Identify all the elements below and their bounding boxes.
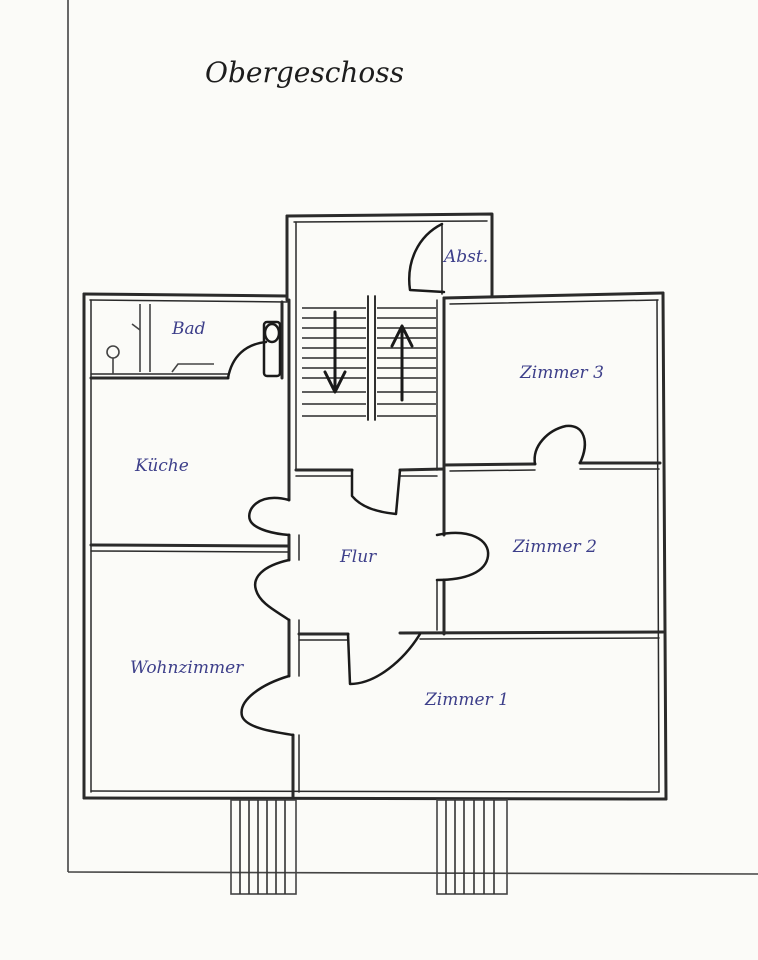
room-label-zimmer3: Zimmer 3 — [519, 363, 604, 383]
door-zimmer2 — [435, 531, 490, 582]
door-wohnzimmer — [240, 674, 295, 737]
arrow-up-icon — [390, 324, 414, 402]
door-flur-top — [350, 468, 402, 516]
plan-title: Obergeschoss — [205, 56, 404, 89]
door-wohnzimmer-upper — [253, 558, 291, 622]
door-zimmer1 — [346, 632, 422, 686]
door-bad — [226, 320, 282, 380]
bathroom-fixtures — [106, 304, 214, 374]
interior-walls — [89, 221, 665, 800]
room-label-flur: Flur — [339, 547, 377, 567]
room-label-zimmer2: Zimmer 2 — [512, 537, 597, 557]
arrow-down-icon — [323, 310, 347, 394]
room-label-bad: Bad — [171, 319, 206, 339]
room-label-abstellraum: Abst. — [442, 247, 488, 267]
door-zimmer3 — [533, 424, 586, 466]
balcony-left — [230, 799, 297, 895]
room-label-wohnzimmer: Wohnzimmer — [130, 658, 244, 678]
staircase — [302, 295, 436, 421]
balcony-right — [436, 799, 508, 895]
page-border — [67, 0, 758, 875]
door-kueche — [248, 496, 291, 537]
door-abstellraum — [408, 222, 446, 295]
room-labels: Bad Küche Wohnzimmer Flur Zimmer 1 Zimme… — [130, 247, 604, 710]
outer-walls — [82, 212, 668, 801]
room-label-zimmer1: Zimmer 1 — [424, 690, 509, 710]
doors — [226, 222, 586, 737]
room-label-kueche: Küche — [134, 456, 189, 476]
